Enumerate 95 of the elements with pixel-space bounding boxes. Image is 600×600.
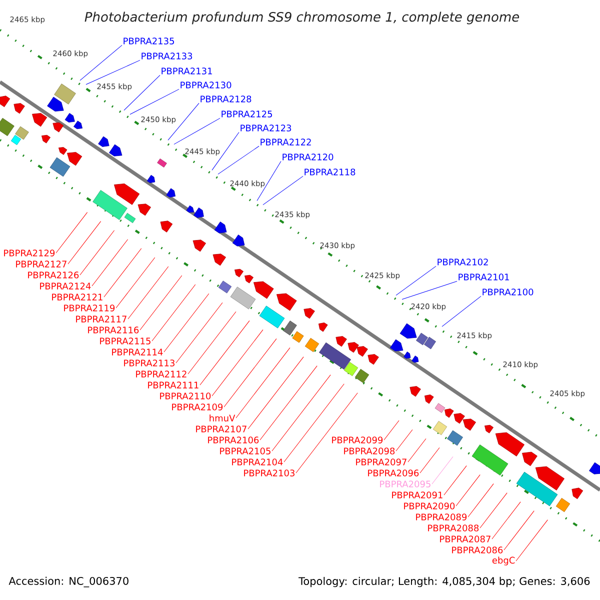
leader-line	[140, 275, 182, 330]
leader-line	[68, 221, 102, 264]
leader-line	[456, 474, 480, 506]
leader-line	[504, 510, 534, 550]
gene-label: PBPRA2087	[440, 536, 490, 542]
leader-line	[188, 311, 236, 374]
leader-line	[80, 44, 122, 81]
leader-line	[128, 266, 169, 320]
leader-line	[248, 356, 304, 430]
gene-label: PBPRA2123	[240, 124, 292, 132]
leader-line	[224, 338, 277, 408]
leader-line	[212, 329, 264, 396]
leader-line	[116, 257, 156, 308]
leader-line	[56, 212, 88, 254]
gene-label: PBPRA2090	[404, 502, 455, 510]
leader-line	[176, 302, 223, 364]
gene-label: PBPRA2115	[100, 338, 150, 344]
gene-label: PBPRA2098	[344, 448, 395, 454]
genome-info-text: Topology: circular; Length: 4,085,304 bp; Genes: 3,606	[298, 576, 590, 588]
gene-label: PBPRA2119	[64, 304, 115, 312]
leader-line	[402, 280, 458, 300]
leader-line	[272, 374, 331, 452]
gene-label: PBPRA2122	[260, 138, 311, 146]
leader-line	[256, 160, 282, 202]
gene-label: PBPRA2133	[142, 52, 192, 60]
leader-line	[212, 132, 240, 170]
leader-line	[174, 118, 220, 145]
leader-line	[152, 284, 196, 342]
leader-line	[432, 456, 454, 484]
gene-label: PBPRA2110	[160, 392, 211, 400]
gene-label: PBPRA2118	[304, 168, 356, 176]
leader-line	[396, 266, 436, 296]
leader-line	[218, 146, 260, 174]
leader-line	[124, 74, 160, 111]
gene-label: PBPRA2121	[52, 294, 102, 300]
gene-label: PBPRA2096	[368, 470, 419, 476]
leader-line	[444, 465, 467, 496]
gene-label: PBPRA2099	[332, 436, 383, 444]
gene-label: PBPRA2112	[136, 370, 186, 378]
gene-label: ebgC	[492, 556, 515, 566]
gene-label: PBPRA2086	[452, 546, 503, 554]
gene-label: PBPRA2128	[200, 96, 252, 102]
gene-label: PBPRA2109	[172, 404, 223, 410]
gene-label: PBPRA2111	[148, 382, 198, 388]
gene-label: PBPRA2101	[458, 274, 509, 280]
gene-label: PBPRA2103	[244, 470, 294, 476]
gene-label: PBPRA2113	[124, 360, 174, 366]
leader-line	[492, 502, 521, 540]
leader-line	[296, 392, 358, 474]
gene-label: PBPRA2091	[392, 492, 442, 498]
leader-line	[480, 492, 508, 528]
gene-label: PBPRA2131	[162, 68, 212, 74]
gene-label: PBPRA2089	[416, 514, 467, 520]
leader-line	[260, 366, 318, 440]
gene-label: PBPRA2116	[88, 326, 139, 334]
leader-line	[468, 483, 494, 518]
gene-label: PBPRA2114	[112, 348, 163, 356]
gene-label: hmuV	[210, 414, 236, 422]
gene-label: PBPRA2129	[4, 250, 55, 256]
gene-label: PBPRA2104	[232, 458, 283, 466]
leader-line	[200, 320, 250, 386]
leader-line	[262, 176, 304, 206]
leader-line	[284, 384, 344, 462]
gene-label: PBPRA2124	[40, 282, 91, 290]
gene-label: PBPRA2100	[482, 288, 534, 296]
gene-label: PBPRA2135	[124, 38, 174, 44]
gene-label: PBPRA2125	[222, 110, 272, 118]
gene-label: PBPRA2097	[356, 458, 406, 466]
gene-label: PBPRA2127	[16, 260, 66, 268]
gene-label: PBPRA2088	[428, 524, 479, 532]
gene-label: PBPRA2107	[196, 426, 246, 432]
leader-line	[516, 520, 548, 562]
gene-label: PBPRA2106	[208, 436, 259, 444]
leader-line	[104, 248, 142, 298]
leader-line	[236, 347, 290, 418]
leader-line	[384, 420, 400, 440]
gene-label: PBPRA2120	[282, 154, 334, 160]
leader-line	[442, 296, 482, 327]
leader-line	[396, 429, 413, 452]
gene-label: PBPRA2095	[380, 480, 430, 488]
gene-label: PBPRA2117	[76, 316, 126, 322]
leader-line	[80, 230, 115, 276]
leader-line	[130, 88, 180, 115]
leader-line	[164, 293, 210, 352]
leader-line	[408, 438, 426, 462]
title: Photobacterium profundum SS9 chromosome 1, complete genome	[84, 12, 520, 24]
leader-line	[92, 239, 128, 286]
accession-text: Accession: NC_006370	[8, 576, 128, 588]
leader-line	[86, 60, 140, 85]
leader-line	[420, 447, 440, 474]
gene-label: PBPRA2102	[438, 258, 488, 266]
leader-line	[168, 102, 200, 140]
gene-label: PBPRA2105	[220, 448, 270, 454]
gene-label: PBPRA2130	[180, 82, 232, 88]
gene-label: PBPRA2126	[28, 272, 79, 278]
